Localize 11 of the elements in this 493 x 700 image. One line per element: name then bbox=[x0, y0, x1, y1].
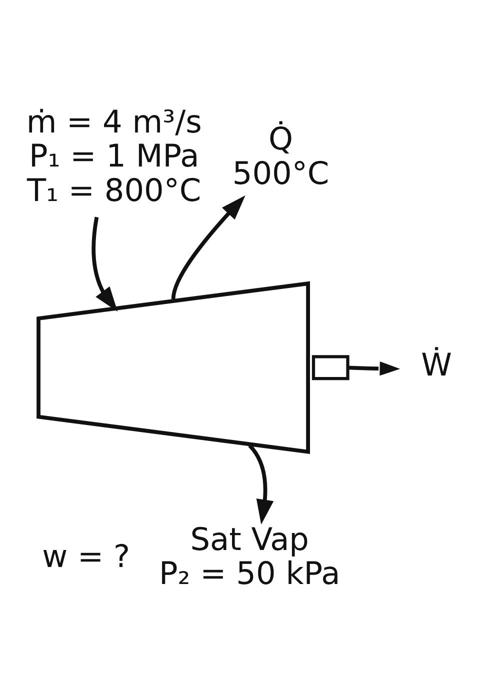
node-box bbox=[312, 354, 350, 380]
arrow bbox=[92, 216, 118, 312]
node-text: ṁ = 4 m³/s P₁ = 1 MPa T₁ = 800°C bbox=[26, 104, 202, 208]
arrow bbox=[171, 194, 246, 299]
node-trapezoid bbox=[36, 280, 310, 454]
arrow bbox=[348, 360, 400, 376]
node-text: Ẇ bbox=[421, 346, 452, 383]
arrow bbox=[248, 444, 274, 524]
label: w = ? bbox=[42, 538, 130, 575]
node-text: Q̇ 500°C bbox=[232, 121, 330, 192]
node-text: Sat Vap P₂ = 50 kPa bbox=[159, 521, 340, 592]
